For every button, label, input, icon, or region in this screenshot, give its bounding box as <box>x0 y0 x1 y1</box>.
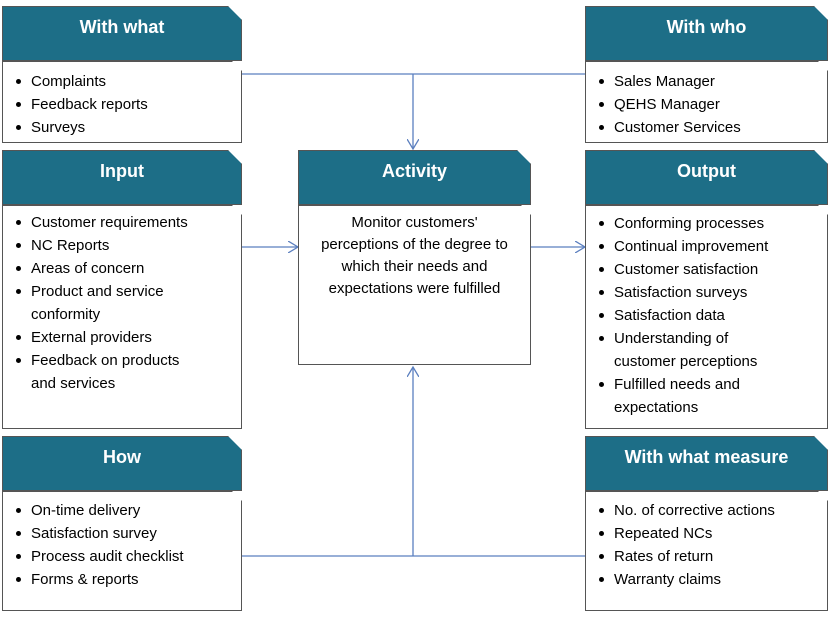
output-body: Conforming processes Continual improveme… <box>585 205 828 429</box>
activity-header: Activity <box>298 150 531 205</box>
list-item: External providers <box>3 326 241 349</box>
list-item: Feedback on products and services <box>3 349 241 395</box>
how-panel: How On-time delivery Satisfaction survey… <box>2 436 242 611</box>
list-item: Understanding of customer perceptions <box>586 327 827 373</box>
output-header: Output <box>585 150 828 205</box>
list-item: Customer requirements <box>3 211 241 234</box>
with-what-body: Complaints Feedback reports Surveys <box>2 61 242 143</box>
with-what-header: With what <box>2 6 242 61</box>
with-what-measure-header: With what measure <box>585 436 828 491</box>
list-item: Rates of return <box>586 545 827 568</box>
list-item: Areas of concern <box>3 257 241 280</box>
list-item: Sales Manager <box>586 70 827 93</box>
list-item: Customer Services <box>586 116 827 139</box>
list-item: On-time delivery <box>3 499 241 522</box>
with-who-header: With who <box>585 6 828 61</box>
list-item: Satisfaction data <box>586 304 827 327</box>
list-item: Product and service conformity <box>3 280 241 326</box>
list-item: Continual improvement <box>586 235 827 258</box>
list-item: Forms & reports <box>3 568 241 591</box>
bottom-connector <box>242 367 585 557</box>
list-item: Warranty claims <box>586 568 827 591</box>
input-header: Input <box>2 150 242 205</box>
list-item: Satisfaction survey <box>3 522 241 545</box>
list-item: No. of corrective actions <box>586 499 827 522</box>
with-what-panel: With what Complaints Feedback reports Su… <box>2 6 242 143</box>
input-panel: Input Customer requirements NC Reports A… <box>2 150 242 429</box>
output-panel: Output Conforming processes Continual im… <box>585 150 828 429</box>
list-item: Conforming processes <box>586 212 827 235</box>
list-item: Process audit checklist <box>3 545 241 568</box>
with-what-measure-body: No. of corrective actions Repeated NCs R… <box>585 491 828 611</box>
list-item: Customer satisfaction <box>586 258 827 281</box>
with-who-body: Sales Manager QEHS Manager Customer Serv… <box>585 61 828 143</box>
with-who-panel: With who Sales Manager QEHS Manager Cust… <box>585 6 828 143</box>
list-item: Complaints <box>3 70 241 93</box>
list-item: NC Reports <box>3 234 241 257</box>
top-connector <box>242 73 585 149</box>
activity-description: Monitor customers' perceptions of the de… <box>321 214 508 297</box>
list-item: Feedback reports <box>3 93 241 116</box>
how-body: On-time delivery Satisfaction survey Pro… <box>2 491 242 611</box>
how-header: How <box>2 436 242 491</box>
input-body: Customer requirements NC Reports Areas o… <box>2 205 242 429</box>
list-item: Repeated NCs <box>586 522 827 545</box>
list-item: QEHS Manager <box>586 93 827 116</box>
activity-body: Monitor customers' perceptions of the de… <box>298 205 531 365</box>
list-item: Satisfaction surveys <box>586 281 827 304</box>
list-item: Fulfilled needs and expectations <box>586 373 827 419</box>
activity-panel: Activity Monitor customers' perceptions … <box>298 150 531 365</box>
with-what-measure-panel: With what measure No. of corrective acti… <box>585 436 828 611</box>
list-item: Surveys <box>3 116 241 139</box>
